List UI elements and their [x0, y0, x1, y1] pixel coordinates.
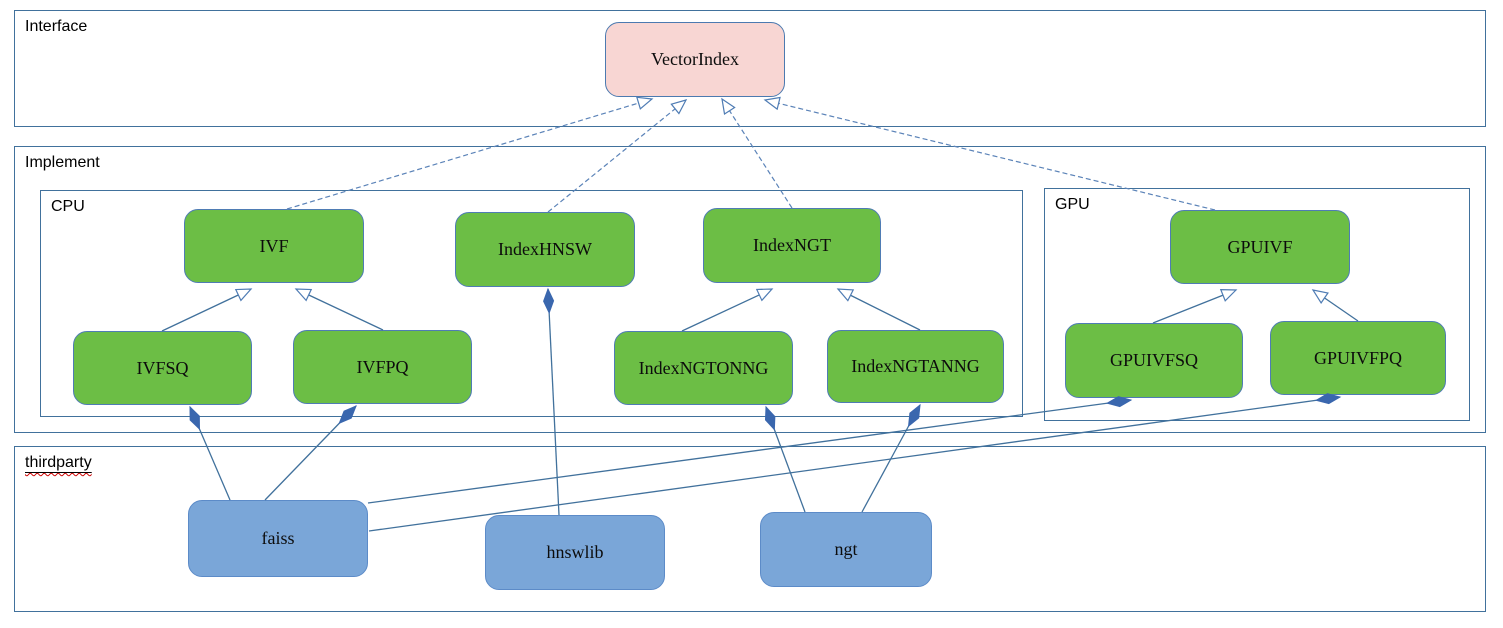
- node-ivfpq[interactable]: IVFPQ: [293, 330, 472, 404]
- node-ivf[interactable]: IVF: [184, 209, 364, 283]
- node-indexngtonng[interactable]: IndexNGTONNG: [614, 331, 793, 405]
- group-thirdparty-label: thirdparty: [25, 454, 92, 472]
- node-indexngtanng[interactable]: IndexNGTANNG: [827, 330, 1004, 403]
- node-indexhnsw[interactable]: IndexHNSW: [455, 212, 635, 287]
- node-faiss[interactable]: faiss: [188, 500, 368, 577]
- node-vectorindex[interactable]: VectorIndex: [605, 22, 785, 97]
- node-hnswlib[interactable]: hnswlib: [485, 515, 665, 590]
- group-thirdparty-label-text: thirdparty: [25, 454, 92, 471]
- group-implement-label: Implement: [25, 154, 100, 171]
- group-gpu-label: GPU: [1055, 196, 1090, 213]
- node-ngt[interactable]: ngt: [760, 512, 932, 587]
- node-gpuivfsq[interactable]: GPUIVFSQ: [1065, 323, 1243, 398]
- group-cpu-label: CPU: [51, 198, 85, 215]
- node-indexngt[interactable]: IndexNGT: [703, 208, 881, 283]
- node-gpuivfpq[interactable]: GPUIVFPQ: [1270, 321, 1446, 395]
- group-interface-label: Interface: [25, 18, 88, 35]
- node-ivfsq[interactable]: IVFSQ: [73, 331, 252, 405]
- node-gpuivf[interactable]: GPUIVF: [1170, 210, 1350, 284]
